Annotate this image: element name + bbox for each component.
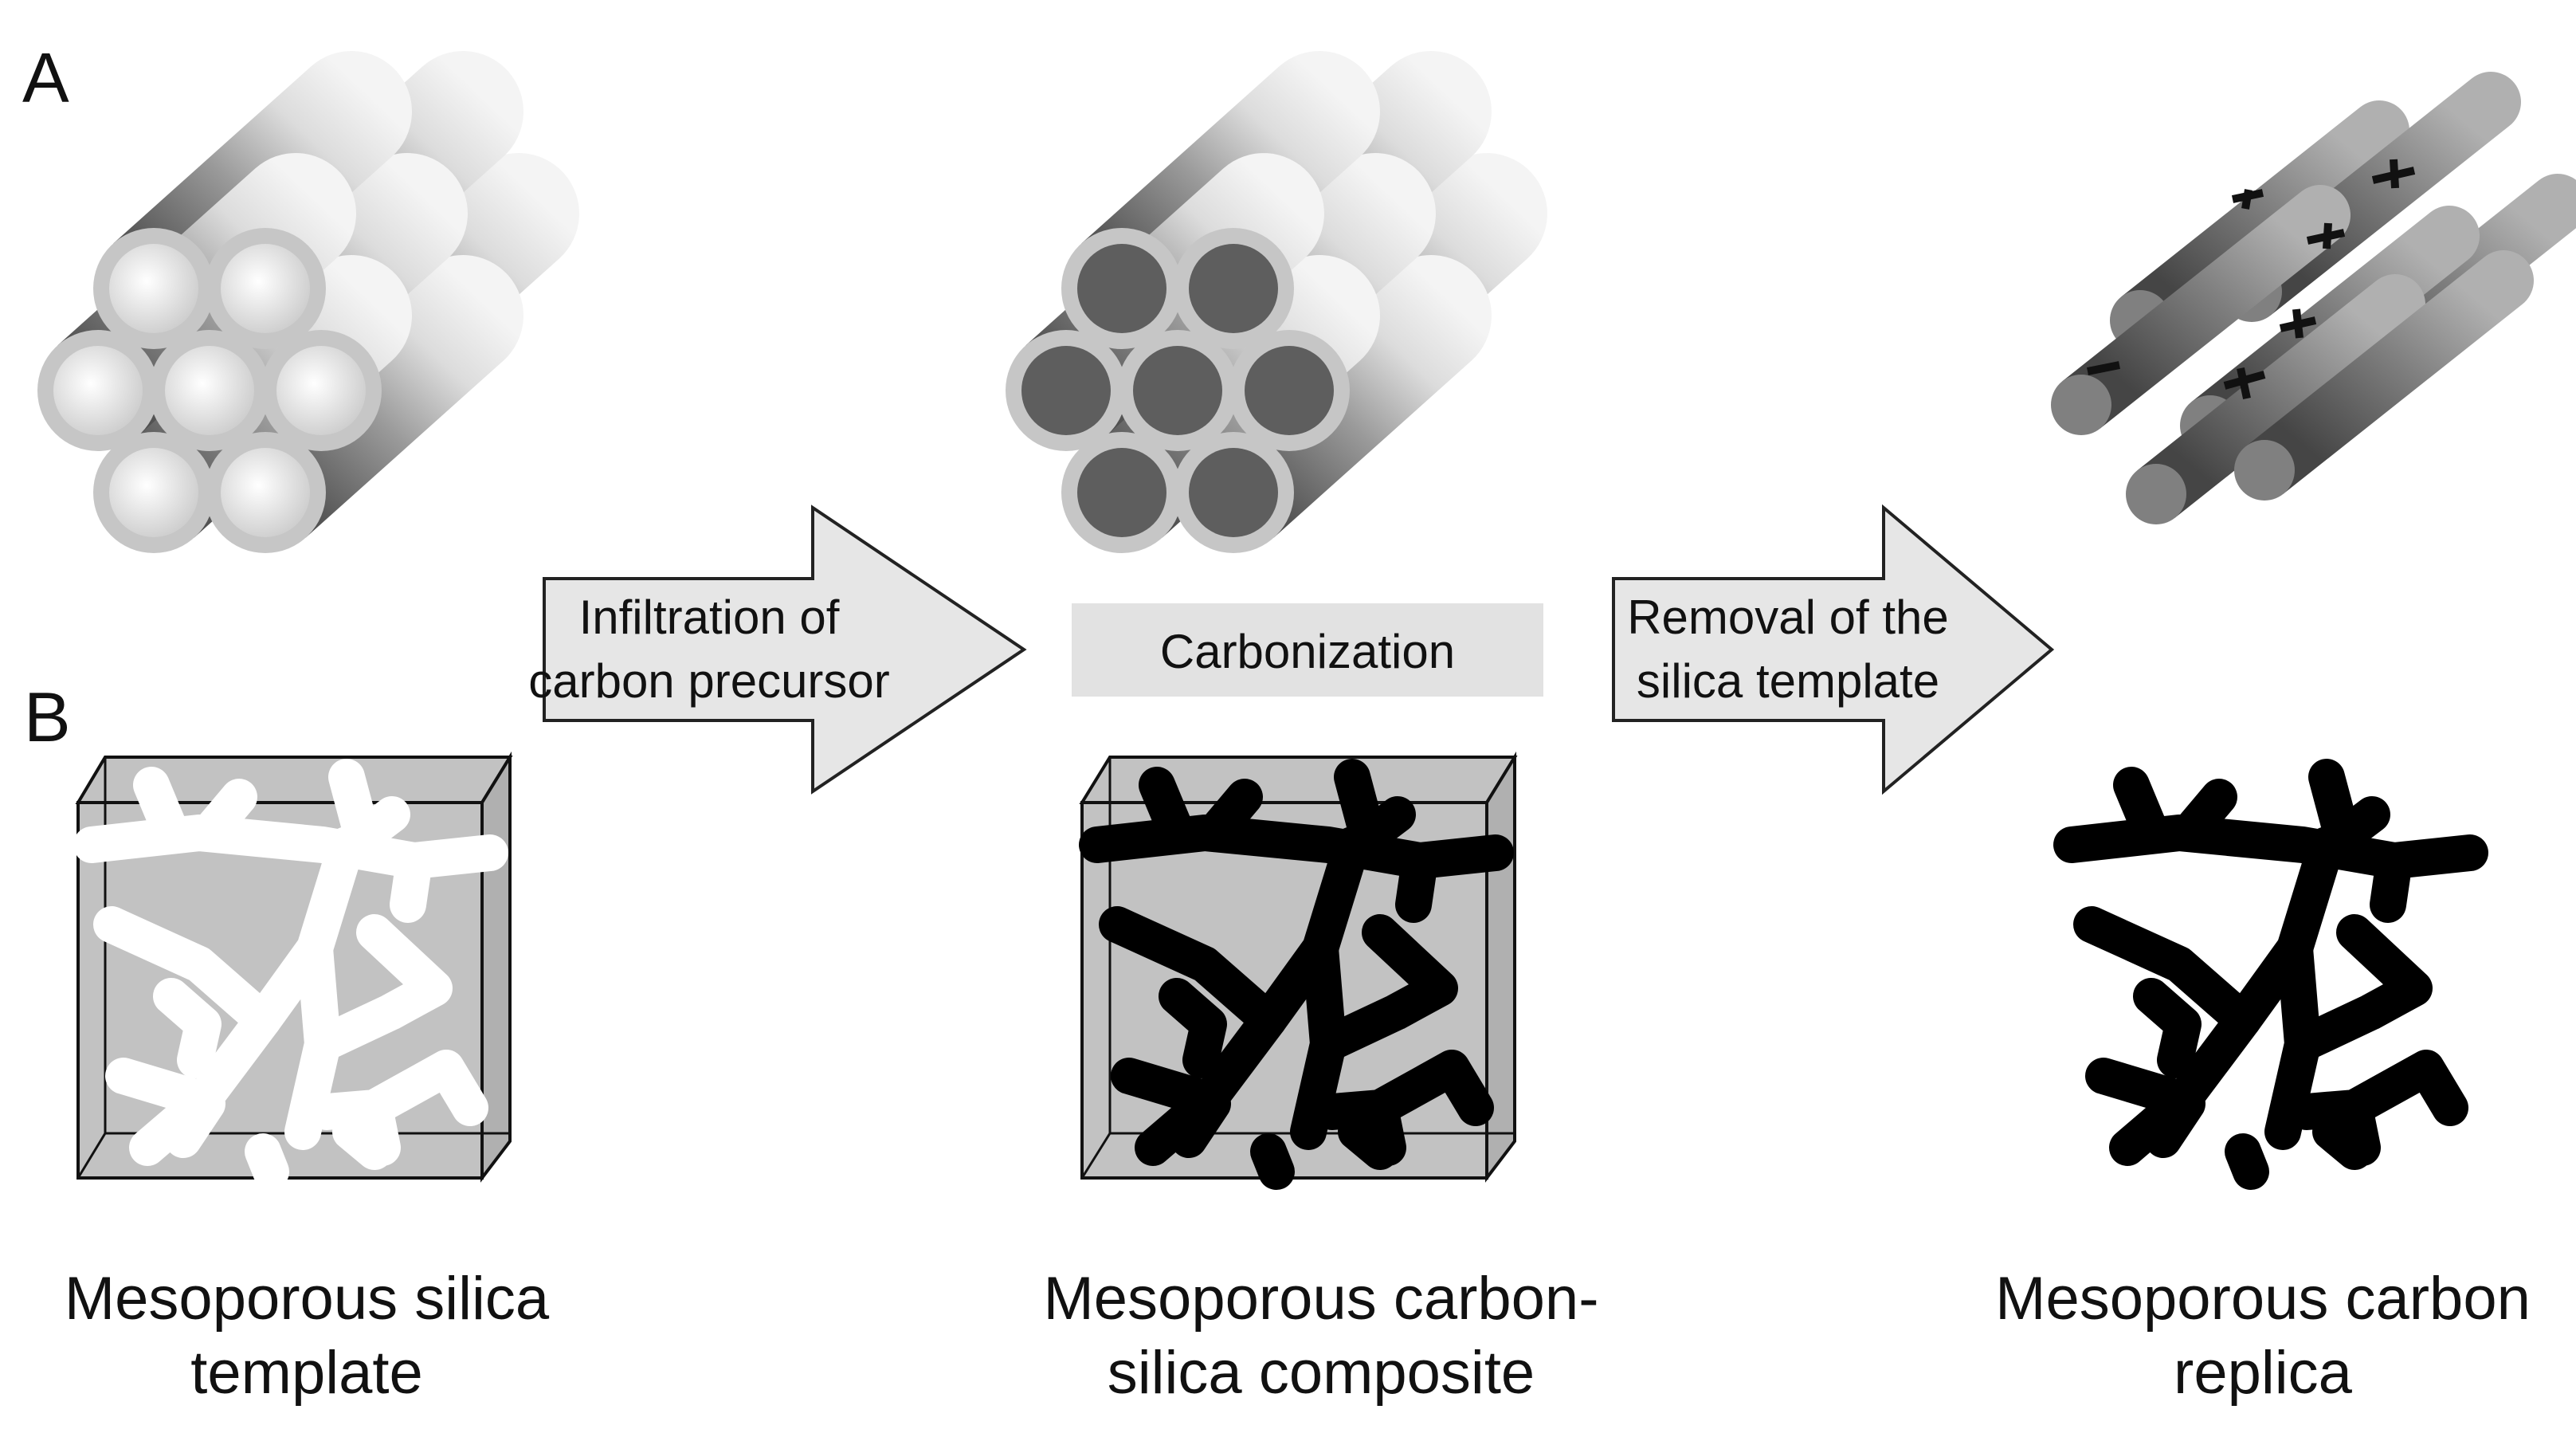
carbonization-label: Carbonization xyxy=(1160,625,1455,678)
caption-carbon-replica: Mesoporous carbon replica xyxy=(1995,1265,2531,1407)
carbon-rod-body xyxy=(2245,250,2534,494)
caption-composite-line1: Mesoporous carbon- xyxy=(1043,1265,1598,1333)
tube-pore xyxy=(1077,448,1166,537)
caption-composite-line2: silica composite xyxy=(1108,1339,1535,1407)
carbon-rod-body xyxy=(2137,274,2425,518)
tube-pore xyxy=(1189,244,1278,333)
carbon-rod-end xyxy=(2234,440,2295,501)
tube-pore xyxy=(109,244,198,333)
tube-pore xyxy=(53,346,143,435)
tube-pore xyxy=(276,346,366,435)
silica-tube-faces xyxy=(37,228,382,553)
disordered-silica-cube xyxy=(78,751,513,1178)
disordered-composite-cube xyxy=(1082,751,1518,1178)
caption-silica-line2: template xyxy=(190,1339,423,1407)
tube-pore xyxy=(1133,346,1222,435)
disordered-carbon-replica xyxy=(2072,777,2470,1172)
tube-pore xyxy=(165,346,254,435)
infiltration-label-line1: Infiltration of xyxy=(579,591,840,644)
infiltration-label-line2: carbon precursor xyxy=(528,654,890,708)
tube-pore xyxy=(1077,244,1166,333)
step-arrow-template-removal: Removal of the silica template xyxy=(1612,504,2055,795)
step-arrow-infiltration: Infiltration of carbon precursor xyxy=(528,504,1027,795)
step-label-carbonization: Carbonization xyxy=(1072,603,1543,697)
carbon-rod-end xyxy=(2051,375,2111,435)
hexagonal-silica-template xyxy=(37,50,579,553)
caption-silica-line1: Mesoporous silica xyxy=(65,1265,550,1333)
removal-label-line1: Removal of the xyxy=(1627,591,1949,644)
caption-composite: Mesoporous carbon- silica composite xyxy=(1043,1265,1598,1407)
tube-pore xyxy=(1245,346,1334,435)
caption-silica-template: Mesoporous silica template xyxy=(65,1265,550,1407)
carbon-rod-body xyxy=(2062,184,2351,429)
tube-pore xyxy=(221,448,310,537)
carbon-rods xyxy=(2051,72,2576,524)
panel-label-b: B xyxy=(24,677,71,756)
hexagonal-composite xyxy=(1006,51,1547,553)
panel-label-a: A xyxy=(22,38,69,117)
removal-label-line2: silica template xyxy=(1637,654,1939,708)
tube-pore xyxy=(1021,346,1111,435)
caption-replica-line2: replica xyxy=(2174,1339,2353,1407)
carbon-rod-replica xyxy=(2051,72,2576,524)
tube-pore xyxy=(221,244,310,333)
carbon-bridges xyxy=(2087,159,2416,400)
caption-replica-line1: Mesoporous carbon xyxy=(1995,1265,2531,1333)
tube-pore xyxy=(1189,448,1278,537)
composite-tube-faces xyxy=(1006,228,1350,553)
tube-pore xyxy=(109,448,198,537)
carbon-rod-end xyxy=(2126,464,2186,524)
